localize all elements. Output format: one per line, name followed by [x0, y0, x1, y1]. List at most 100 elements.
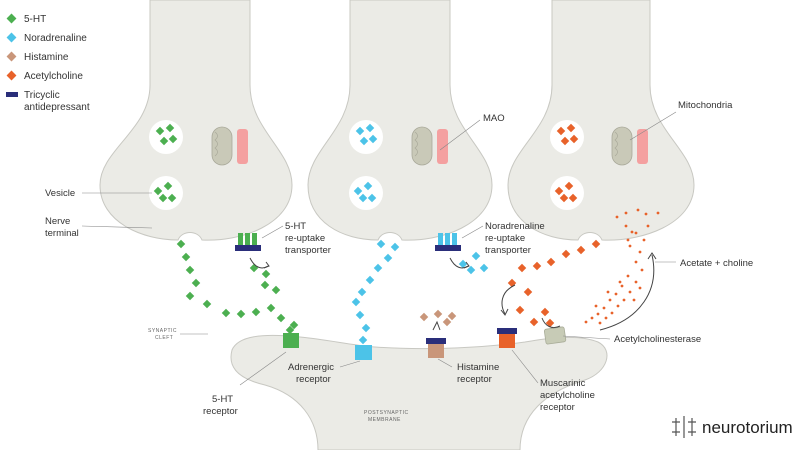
vesicle	[550, 176, 584, 210]
molecule-icon	[355, 310, 365, 320]
molecule-icon	[158, 193, 168, 203]
label-muscarinic-receptor: Muscarinic	[540, 378, 586, 389]
label-histamine-receptor: Histamine	[457, 362, 499, 373]
molecule-icon	[185, 291, 195, 301]
choline-dot	[634, 260, 638, 264]
mao-enzyme	[437, 129, 448, 164]
legend: 5-HT Noradrenaline Histamine Acetylcholi…	[6, 13, 90, 113]
choline-dot	[608, 298, 612, 302]
nerve-terminal-5ht	[99, 0, 293, 241]
choline-dot	[594, 304, 598, 308]
choline-dot	[628, 244, 632, 248]
choline-return-arrow-icon	[599, 254, 655, 331]
molecule-icon	[363, 181, 373, 191]
molecule-icon	[540, 307, 550, 317]
muscarinic-receptor	[497, 328, 517, 348]
molecule-icon	[368, 134, 378, 144]
molecule-icon	[591, 239, 601, 249]
choline-dot	[616, 304, 620, 308]
molecule-icon	[479, 263, 489, 273]
label-synaptic-cleft-line2: CLEFT	[155, 335, 173, 341]
choline-dot	[602, 306, 606, 310]
molecule-icon	[351, 297, 361, 307]
vesicle	[149, 176, 183, 210]
molecule-icon	[367, 193, 377, 203]
choline-dot	[638, 286, 642, 290]
neurotorium-logo-icon	[672, 416, 696, 438]
legend-label-tca-line2: antidepressant	[24, 102, 90, 113]
mao-enzyme	[237, 129, 248, 164]
molecule-icon	[365, 275, 375, 285]
molecule-icon	[191, 278, 201, 288]
choline-dot	[606, 290, 610, 294]
molecule-icon	[576, 245, 586, 255]
molecule-icon	[236, 309, 246, 319]
molecule-icon	[271, 285, 281, 295]
label-na-transporter: Noradrenaline	[485, 221, 545, 232]
postsynaptic-neuron	[230, 334, 608, 451]
ht-reuptake-transporter	[235, 233, 261, 251]
noradrenaline-molecules	[351, 123, 489, 345]
leader-lines	[81, 111, 677, 386]
molecule-icon	[447, 311, 457, 321]
choline-dots	[584, 208, 660, 325]
molecule-icon	[260, 280, 270, 290]
molecule-icon	[471, 251, 481, 261]
choline-dot	[646, 224, 650, 228]
vesicles	[149, 120, 584, 210]
choline-dot	[642, 238, 646, 242]
molecule-icon	[466, 265, 476, 275]
molecule-icon	[353, 186, 363, 196]
vesicle	[349, 176, 383, 210]
label-ht-transporter: 5-HT	[285, 221, 306, 232]
label-adrenergic-receptor-line2: receptor	[296, 374, 331, 385]
labels: Vesicle Nerve terminal 5-HT re-uptake tr…	[45, 100, 753, 423]
nerve-terminals	[99, 0, 695, 241]
choline-dot	[596, 312, 600, 316]
molecule-icon	[361, 323, 371, 333]
choline-dot	[634, 280, 638, 284]
brand: neurotorium	[672, 416, 793, 438]
label-synaptic-cleft: SYNAPTIC	[148, 328, 177, 334]
mitochondrion	[211, 126, 233, 166]
label-ht-transporter-line2: re-uptake	[285, 233, 325, 244]
choline-dot	[626, 238, 630, 242]
vesicle	[149, 120, 183, 154]
label-ht-receptor: 5-HT	[212, 394, 233, 405]
molecule-icon	[383, 253, 393, 263]
label-nerve-terminal: Nerve	[45, 216, 70, 227]
molecule-icon	[529, 317, 539, 327]
molecule-icon	[507, 278, 517, 288]
molecule-icon	[390, 242, 400, 252]
adrenergic-receptor	[355, 345, 372, 360]
vesicle	[349, 120, 383, 154]
label-mitochondria: Mitochondria	[678, 100, 733, 111]
label-na-transporter-line3: transporter	[485, 245, 531, 256]
molecule-icon	[442, 317, 452, 327]
legend-label-5ht: 5-HT	[24, 14, 46, 25]
molecule-icon	[221, 308, 231, 318]
label-mao: MAO	[483, 113, 505, 124]
molecule-icon	[155, 126, 165, 136]
molecule-icon	[458, 259, 468, 269]
label-postsynaptic-membrane: POSTSYNAPTIC	[364, 410, 409, 416]
legend-swatch-ach	[6, 70, 17, 81]
molecule-icon	[165, 123, 175, 133]
molecule-icon	[561, 249, 571, 259]
choline-dot	[656, 211, 660, 215]
legend-label-histamine: Histamine	[24, 52, 69, 63]
vesicle	[550, 120, 584, 154]
choline-dot	[634, 231, 638, 235]
molecule-icon	[358, 193, 368, 203]
histamine-molecules	[419, 309, 457, 327]
legend-label-na: Noradrenaline	[24, 33, 87, 44]
histamine-receptor	[426, 338, 446, 358]
choline-dot	[610, 311, 614, 315]
choline-dot	[620, 284, 624, 288]
histamine-arrow-icon	[432, 320, 441, 331]
choline-dot	[615, 215, 619, 219]
choline-dot	[640, 268, 644, 272]
nerve-terminal-na	[307, 0, 493, 241]
molecule-icon	[185, 265, 195, 275]
